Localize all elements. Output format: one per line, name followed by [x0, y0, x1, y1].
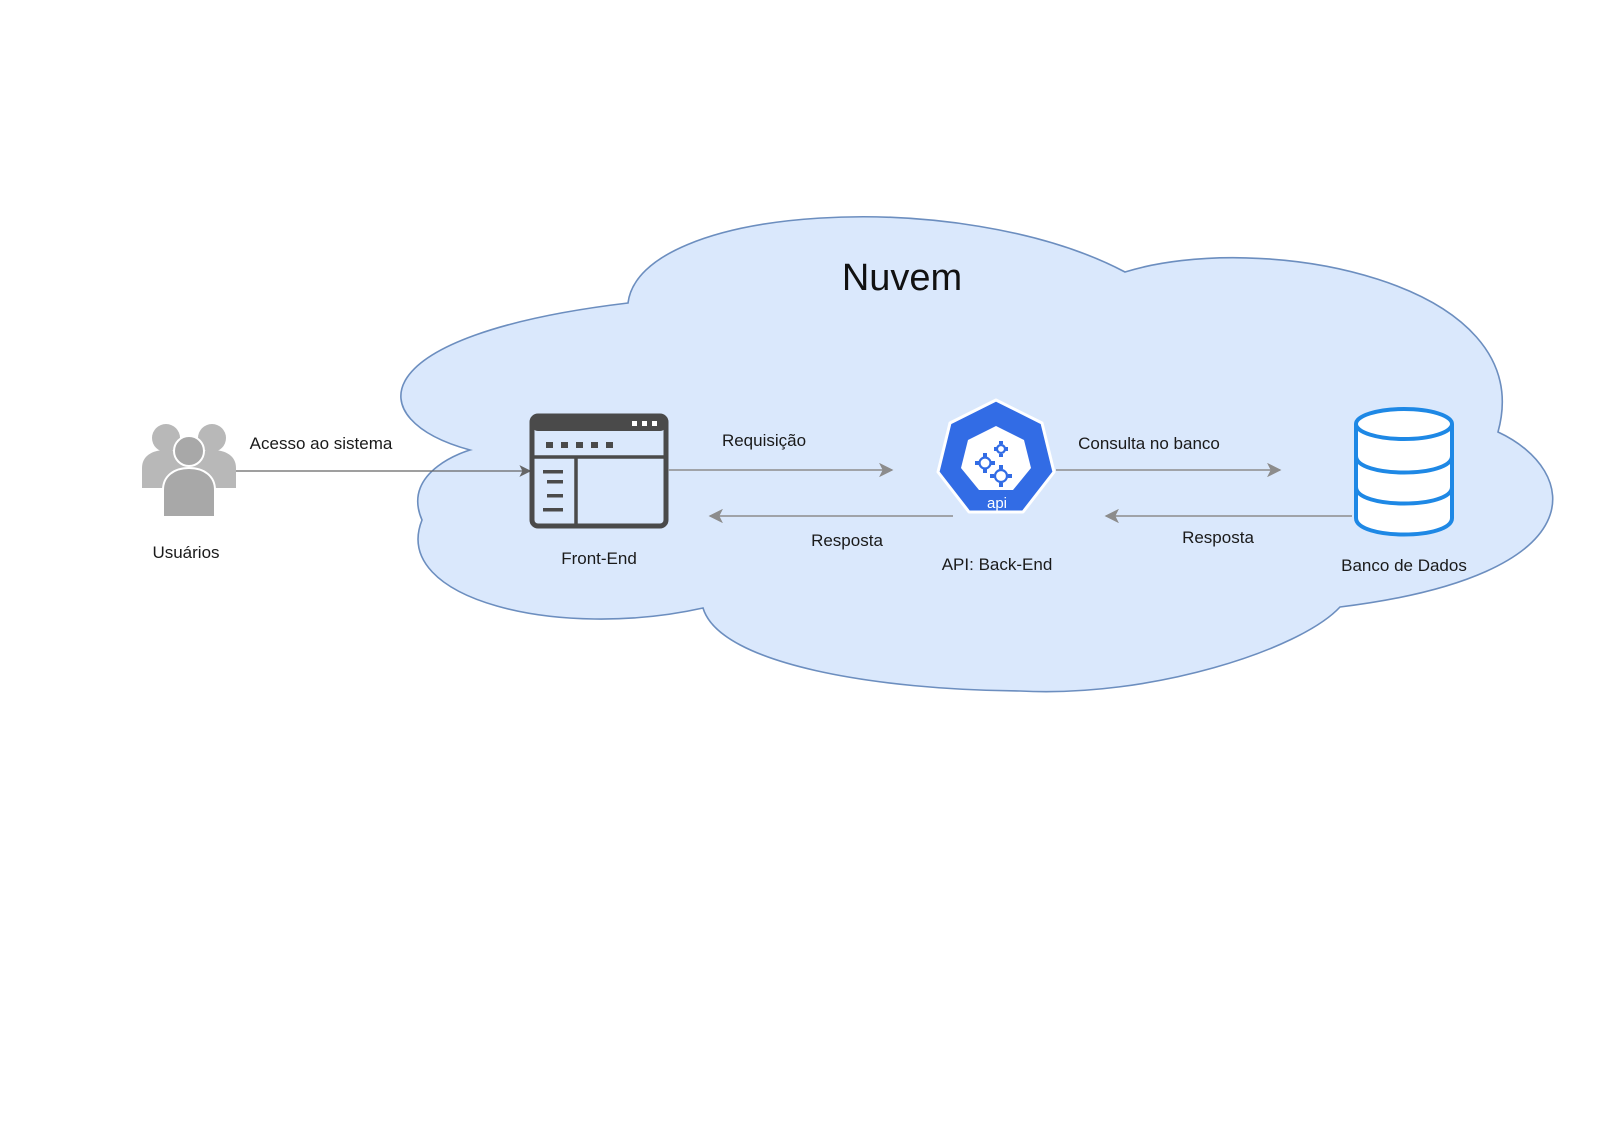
- edge-request-label: Requisição: [722, 431, 806, 450]
- edge-response-front-label: Resposta: [811, 531, 883, 550]
- api-badge: api: [987, 495, 1007, 512]
- database-label: Banco de Dados: [1341, 556, 1467, 575]
- edge-access-label: Acesso ao sistema: [250, 434, 393, 453]
- edge-response-db-label: Resposta: [1182, 528, 1254, 547]
- database-icon: [1354, 407, 1454, 537]
- users-label: Usuários: [152, 543, 219, 562]
- browser-window-icon: [529, 413, 669, 529]
- cloud-title: Nuvem: [842, 257, 962, 299]
- edge-query-label: Consulta no banco: [1078, 434, 1220, 453]
- api-label: API: Back-End: [942, 555, 1053, 574]
- users-group-icon: [142, 424, 236, 518]
- frontend-label: Front-End: [561, 549, 637, 568]
- kubernetes-api-icon: api: [936, 398, 1056, 514]
